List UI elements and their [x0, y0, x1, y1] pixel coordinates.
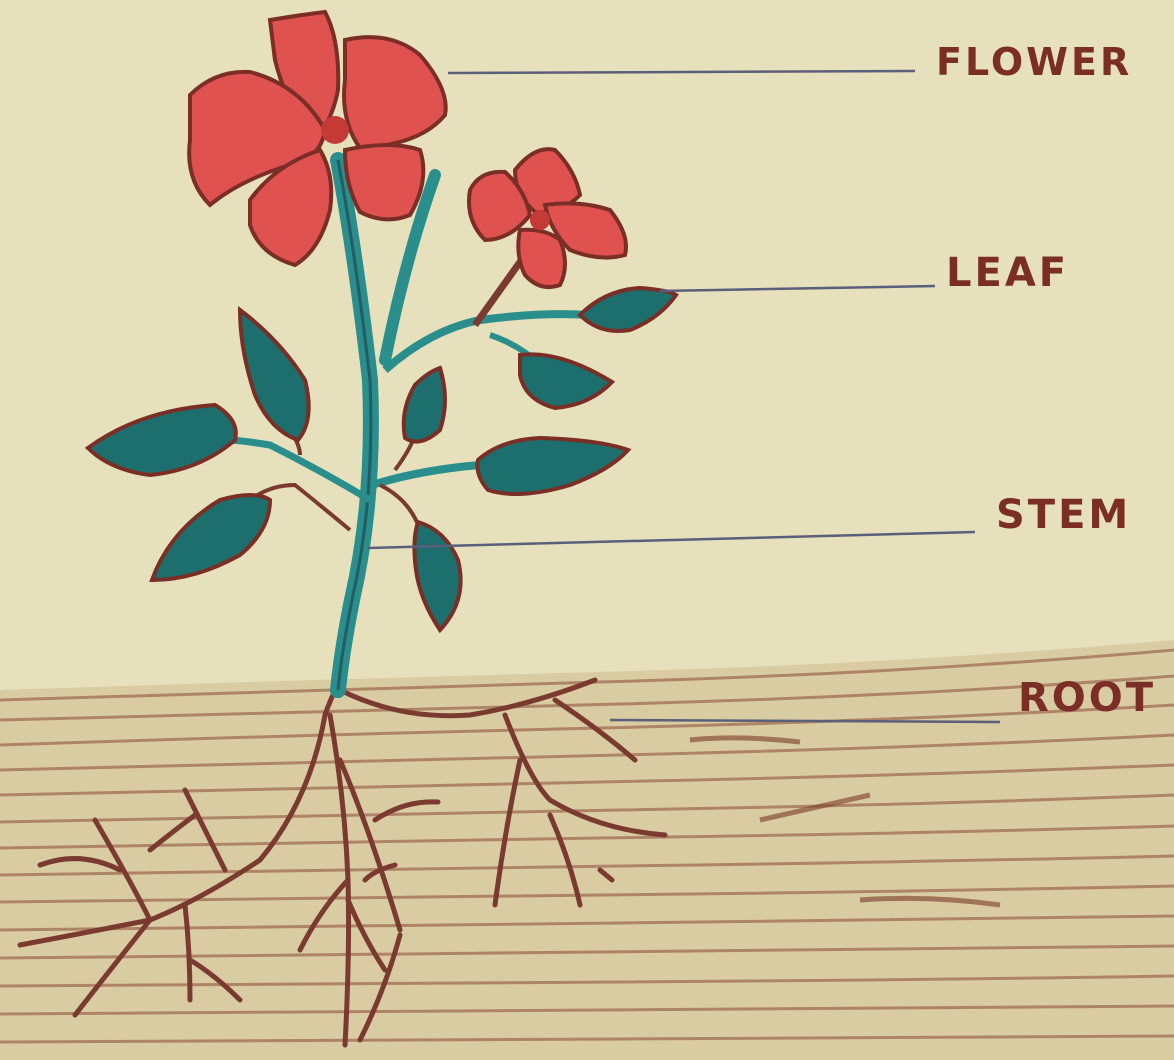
label-root: ROOT: [1018, 675, 1156, 721]
soil: [0, 640, 1174, 1060]
label-flower: FLOWER: [936, 40, 1132, 84]
label-leaf: LEAF: [946, 250, 1069, 296]
label-stem: STEM: [996, 492, 1131, 538]
